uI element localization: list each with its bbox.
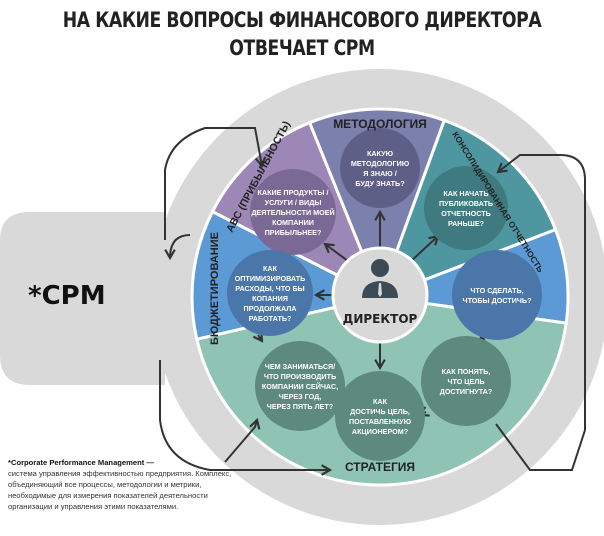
question-text-line: Я ЗНАЮ / xyxy=(363,169,396,178)
question-circle xyxy=(452,250,542,340)
question-text-line: ОПТИМИЗИРОВАТЬ xyxy=(235,274,306,283)
question-circle xyxy=(250,169,336,255)
question-text-line: ЧТО СДЕЛАТЬ, xyxy=(470,286,523,295)
question-text-line: КАК xyxy=(373,397,388,406)
sector-label-strategy: СТРАТЕГИЯ xyxy=(345,460,415,474)
question-text-line: ПУБЛИКОВАТЬ xyxy=(439,199,493,208)
question-text-line: КОМПАНИИ СЕЙЧАС, xyxy=(262,382,338,391)
question-1: КАКИЕ ПРОДУКТЫ /УСЛУГИ / ВИДЫДЕЯТЕЛЬНОСТ… xyxy=(250,169,336,255)
footnote-term: *Corporate Performance Management — xyxy=(8,458,155,467)
cpm-tab xyxy=(0,212,165,385)
question-text-line: ПРОДОЛЖАЛА xyxy=(244,304,297,313)
connector-arrow xyxy=(159,360,333,476)
question-circle xyxy=(255,341,345,431)
question-text-line: РАБОТАТЬ? xyxy=(249,314,292,323)
footnote-text: система управления эффективностью предпр… xyxy=(8,469,232,511)
question-text-line: ЧТО ПРОИЗВОДИТЬ xyxy=(264,372,336,381)
connector-arrow xyxy=(252,331,264,343)
cpm-tab-label: *CPM xyxy=(28,281,106,311)
question-text-line: ЧЕРЕЗ ГОД, xyxy=(279,392,322,401)
question-text-line: ОТЧЕТНОСТЬ xyxy=(441,209,491,218)
connector-arrow xyxy=(164,127,267,240)
question-text-line: УСЛУГИ / ВИДЫ xyxy=(265,198,322,207)
question-text-line: КАКУЮ xyxy=(367,149,394,158)
question-text-line: ПОСТАВЛЕННУЮ xyxy=(349,417,412,426)
question-text-line: ДЕЯТЕЛЬНОСТИ МОЕЙ xyxy=(251,208,334,217)
connector-arrow xyxy=(495,154,586,471)
question-text-line: БУДУ ЗНАТЬ? xyxy=(355,179,404,188)
question-text-line: КОМПАНИИ xyxy=(272,218,314,227)
title-line-1: НА КАКИЕ ВОПРОСЫ ФИНАНСОВОГО ДИРЕКТОРА xyxy=(62,8,542,32)
question-text-line: КАК ПОНЯТЬ, xyxy=(442,367,491,376)
question-text-line: ЧТОБЫ ДОСТИЧЬ? xyxy=(463,296,532,305)
question-text-line: РАНЬШЕ? xyxy=(448,219,484,228)
question-circle xyxy=(335,371,425,461)
question-circle xyxy=(424,166,508,250)
sector-label-methodology: МЕТОДОЛОГИЯ xyxy=(333,117,427,131)
question-text-line: ЧЕМ ЗАНИМАТЬСЯ/ xyxy=(265,362,335,371)
footnote: *Corporate Performance Management — сист… xyxy=(8,457,238,512)
connector-arrow xyxy=(407,234,440,265)
question-text-line: РАСХОДЫ, ЧТО БЫ xyxy=(235,284,304,293)
question-text-line: КОПАНИЯ xyxy=(252,294,288,303)
question-text-line: МЕТОДОЛОГИЮ xyxy=(351,159,410,168)
question-circle xyxy=(340,128,420,208)
question-circle xyxy=(227,250,313,336)
question-text-line: ЧТО ЦЕЛЬ xyxy=(447,377,484,386)
question-text-line: АКЦИОНЕРОМ? xyxy=(352,427,408,436)
sector-label-budgeting: БЮДЖЕТИРОВАНИЕ xyxy=(209,232,221,345)
question-text-line: КАК НАЧАТЬ xyxy=(443,189,488,198)
question-circle xyxy=(421,336,511,426)
title-line-2: ОТВЕЧАЕТ CPM xyxy=(229,36,375,60)
question-text-line: ДОСТИГНУТА? xyxy=(440,387,493,396)
director-label: ДИРЕКТОР xyxy=(343,312,418,326)
question-text-line: КАК xyxy=(263,264,278,273)
connector-arrow xyxy=(224,417,261,463)
question-text-line: ЧЕРЕЗ ПЯТЬ ЛЕТ? xyxy=(267,402,333,411)
person-icon xyxy=(362,259,398,298)
question-4: ЧТО СДЕЛАТЬ,ЧТОБЫ ДОСТИЧЬ? xyxy=(452,250,542,340)
question-text-line: ДОСТИЧЬ ЦЕЛЬ, xyxy=(350,407,410,416)
question-text-line: КАКИЕ ПРОДУКТЫ / xyxy=(258,188,329,197)
question-text-line: ПРИБЫЛЬНЕЕ? xyxy=(265,228,322,237)
connector-arrow xyxy=(164,234,191,261)
